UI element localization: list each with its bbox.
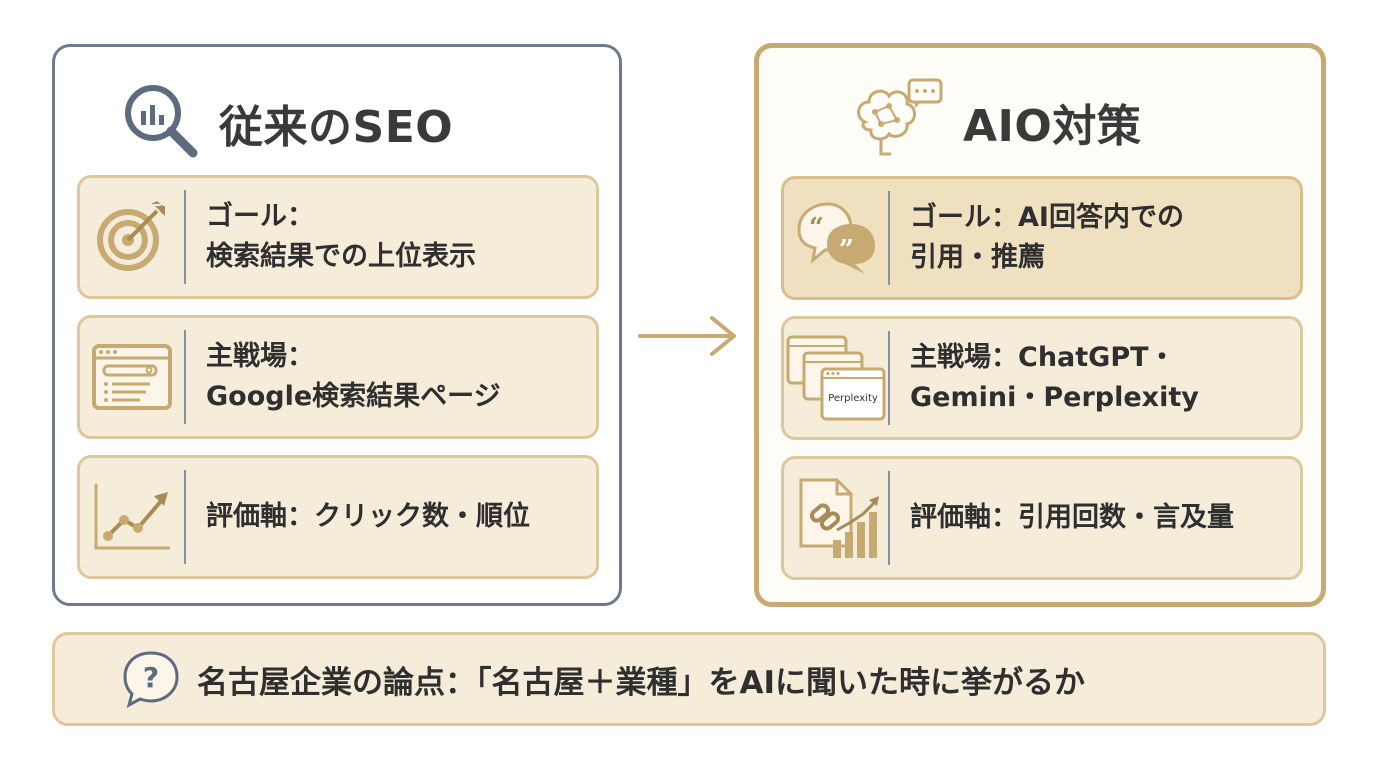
card-separator — [184, 470, 186, 564]
line-chart-icon — [80, 455, 184, 579]
browser-search-icon — [80, 315, 184, 439]
svg-text:?: ? — [143, 661, 159, 694]
traditional-seo-header: 従来のSEO — [121, 81, 453, 165]
card-line-2: 引用・推薦 — [910, 242, 1045, 273]
quote-bubbles-icon: “ ” — [784, 176, 888, 300]
card-text: ゴール：AI回答内での 引用・推薦 — [890, 198, 1184, 279]
svg-text:“: “ — [809, 213, 824, 243]
seo-battlefield-card: 主戦場： Google検索結果ページ — [77, 315, 599, 439]
browser-windows-icon: Perplexity — [784, 316, 888, 440]
aio-goal-card: “ ” ゴール：AI回答内での 引用・推薦 — [781, 176, 1303, 300]
icon-label: Perplexity — [828, 393, 878, 404]
aio-metrics-card: 評価軸：引用回数・言及量 — [781, 456, 1303, 580]
card-text: 評価軸：クリック数・順位 — [186, 497, 530, 538]
issue-text: 名古屋企業の論点：「名古屋＋業種」をAIに聞いた時に挙がるか — [197, 664, 1086, 701]
card-separator — [184, 190, 186, 284]
aio-panel: AIO対策 “ ” ゴール：AI回答内での 引用・推薦 — [754, 43, 1326, 607]
card-line-2: Google検索結果ページ — [206, 381, 501, 412]
seo-metrics-card: 評価軸：クリック数・順位 — [77, 455, 599, 579]
nagoya-issue-bar: ? 名古屋企業の論点：「名古屋＋業種」をAIに聞いた時に挙がるか — [52, 632, 1326, 726]
card-separator — [888, 191, 890, 285]
traditional-seo-panel: 従来のSEO ゴール： 検索結果での上位表示 — [52, 44, 622, 606]
panel-title: AIO対策 — [963, 101, 1142, 152]
magnifier-chart-icon — [121, 81, 201, 165]
card-line-2: 検索結果での上位表示 — [206, 241, 476, 272]
brain-network-icon — [851, 78, 943, 166]
card-separator — [888, 471, 890, 565]
card-separator — [888, 331, 890, 425]
card-line-1: 主戦場：ChatGPT・ — [910, 341, 1176, 373]
card-line-1: 主戦場： — [206, 340, 314, 372]
card-line-1: ゴール：AI回答内での — [910, 201, 1184, 233]
panel-title: 従来のSEO — [219, 102, 454, 153]
aio-battlefield-card: Perplexity 主戦場：ChatGPT・ Gemini・Perplexit… — [781, 316, 1303, 440]
card-line-2: Gemini・Perplexity — [910, 382, 1199, 413]
aio-header: AIO対策 — [851, 78, 1141, 166]
seo-goal-card: ゴール： 検索結果での上位表示 — [77, 175, 599, 299]
svg-text:”: ” — [839, 235, 854, 265]
link-document-chart-icon — [784, 456, 888, 580]
card-text: 主戦場： Google検索結果ページ — [186, 337, 501, 418]
card-separator — [184, 330, 186, 424]
card-text: ゴール： 検索結果での上位表示 — [186, 197, 476, 278]
card-text: 評価軸：引用回数・言及量 — [890, 498, 1234, 539]
card-text: 主戦場：ChatGPT・ Gemini・Perplexity — [890, 338, 1199, 419]
card-line-1: ゴール： — [206, 200, 314, 232]
card-line-1: 評価軸：引用回数・言及量 — [910, 501, 1234, 533]
arrow-right-icon — [636, 312, 740, 364]
question-bubble-icon: ? — [121, 649, 181, 709]
card-line-1: 評価軸：クリック数・順位 — [206, 500, 530, 532]
target-icon — [80, 175, 184, 299]
